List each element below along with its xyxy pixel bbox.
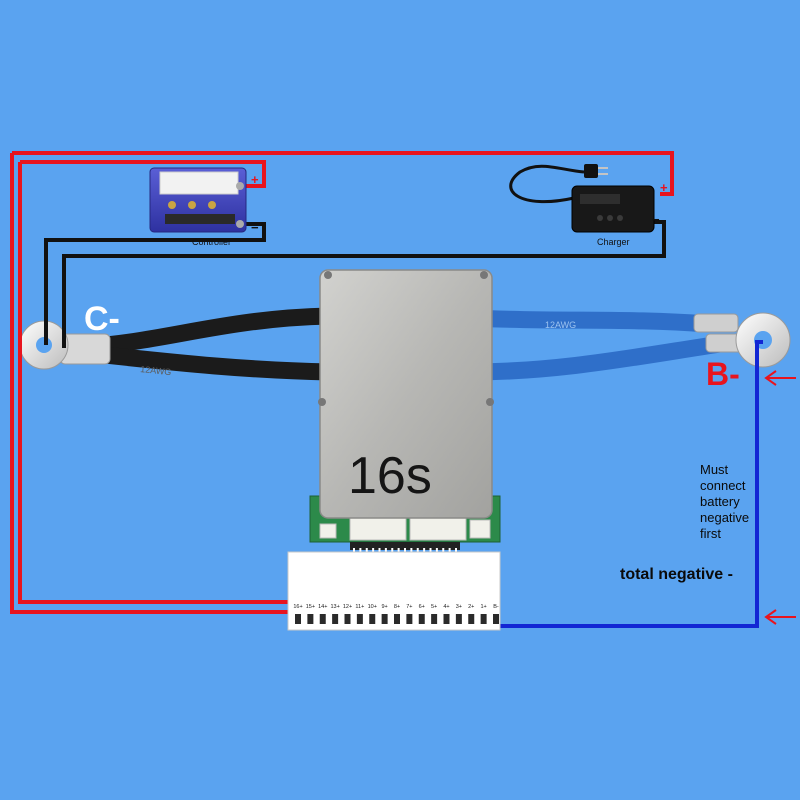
aux-connector	[319, 523, 337, 539]
black-cable-lower	[86, 345, 339, 381]
black-cable-upper	[86, 307, 339, 355]
controller-terminal	[168, 201, 176, 209]
balance-pin-terminal	[356, 614, 363, 624]
balance-pin-label: 7+	[406, 604, 412, 610]
screw-icon	[480, 271, 488, 279]
balance-pin-terminal	[418, 614, 425, 624]
balance-pin-label: 13+	[330, 604, 339, 610]
b-minus-label: B-	[706, 356, 740, 392]
positive-wire-controller	[20, 160, 266, 188]
blue-cable-lower	[461, 335, 729, 381]
battery-negative-wire	[498, 340, 763, 628]
controller-terminal	[188, 201, 196, 209]
negative-wire-controller	[44, 222, 266, 345]
controller-label: Controller	[192, 237, 232, 247]
balance-header	[350, 542, 460, 550]
balance-pin-label: 6+	[419, 604, 425, 610]
balance-pin-terminal	[369, 614, 376, 624]
b-minus-crimp	[693, 313, 739, 333]
bms-cover	[318, 269, 494, 519]
balance-pins: 16+ 15+14+13+ 12+11+ 10+ 9+ 8+ 7+ 6+ 5+ 4+ 3+ 2+ 1+ B…	[293, 604, 499, 624]
charger-minus-symbol: −	[652, 212, 660, 227]
cable-print-left: 12AWG	[140, 364, 172, 377]
balance-pin-label: 4+	[443, 604, 449, 610]
must-connect-note: Must connect battery negative first	[700, 462, 750, 541]
arrow-left-icon	[764, 609, 796, 625]
balance-pin-terminal	[381, 614, 388, 624]
balance-pin-terminal	[443, 614, 450, 624]
temp-connector	[469, 519, 491, 539]
charger-display	[580, 194, 620, 204]
controller-label-sticker	[159, 171, 239, 195]
balance-pin-terminal	[480, 614, 487, 624]
balance-pin-label: 11+	[355, 604, 364, 610]
balance-pin-terminal	[394, 614, 400, 624]
c-minus-label: C-	[84, 300, 120, 338]
balance-pin-terminal	[332, 614, 339, 624]
balance-pin-label: 8+	[394, 604, 400, 610]
blue-cable-upper	[461, 309, 715, 333]
controller	[149, 167, 247, 233]
balance-pin-terminal	[295, 614, 301, 624]
balance-pin-label: 9+	[381, 604, 387, 610]
bms-name-label: 16s	[348, 447, 432, 505]
bms-plate	[319, 269, 493, 519]
balance-pin-label: 2+	[468, 604, 474, 610]
balance-pin-label: 5+	[431, 604, 437, 610]
balance-pin-terminal	[406, 614, 413, 624]
negative-wire-charger	[62, 220, 666, 348]
positive-wire-inner	[18, 162, 292, 604]
screw-icon	[486, 398, 494, 406]
charger-plus-symbol: +	[660, 180, 668, 195]
positive-wire	[12, 151, 674, 196]
balance-pin-terminal	[493, 614, 499, 624]
balance-pin-label: B-	[493, 604, 499, 610]
charger-led	[607, 215, 613, 221]
thick-cables: 12AWG 12AWG	[86, 307, 729, 381]
balance-pin-label: 16+	[293, 604, 302, 610]
controller-connector	[165, 214, 235, 224]
controller-post-plus	[236, 182, 244, 190]
controller-post-minus	[236, 220, 244, 228]
positive-wire-left-riser	[10, 153, 292, 614]
controller-plus-symbol: +	[251, 172, 259, 187]
charger-led	[617, 215, 623, 221]
charger-cord	[509, 164, 585, 204]
cable-print-right: 12AWG	[545, 320, 576, 330]
balance-pin-label: 12+	[343, 604, 352, 610]
balance-pin-terminal	[455, 614, 462, 624]
balance-pin-label: 14+	[318, 604, 327, 610]
balance-pin-terminal	[468, 614, 475, 624]
charger-led	[597, 215, 603, 221]
balance-pin-label: 15+	[306, 604, 315, 610]
screw-icon	[324, 271, 332, 279]
charger-body	[571, 185, 655, 233]
controller-minus-symbol: −	[251, 220, 259, 235]
balance-pin-label: 3+	[456, 604, 462, 610]
balance-pin-terminal	[344, 614, 351, 624]
screw-icon	[318, 398, 326, 406]
balance-pin-label: 1+	[480, 604, 486, 610]
arrow-left-icon	[764, 370, 796, 386]
total-negative-label: total negative -	[620, 566, 733, 583]
power-plug-icon	[584, 164, 608, 178]
controller-terminal	[208, 201, 216, 209]
charger	[509, 164, 655, 233]
balance-pin-label: 10+	[368, 604, 377, 610]
balance-pin-terminal	[319, 614, 326, 624]
balance-pin-terminal	[431, 614, 438, 624]
charger-label: Charger	[597, 237, 630, 247]
balance-pin-terminal	[307, 614, 314, 624]
